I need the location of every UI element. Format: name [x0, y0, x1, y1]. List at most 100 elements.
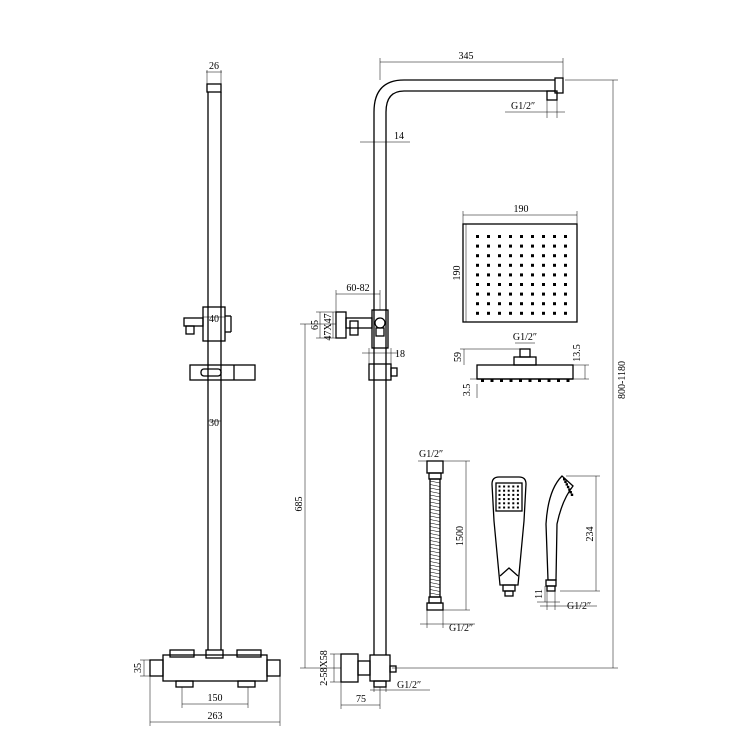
label-handshower-thread: G1/2″ [567, 601, 591, 612]
handshower-nozzle [507, 489, 510, 492]
label-valve-width: 263 [208, 711, 223, 722]
handshower-nozzle [516, 502, 519, 505]
head-nozzle [476, 302, 479, 306]
hose-coil [429, 547, 441, 550]
hose-coil [429, 550, 441, 554]
head-nozzle [476, 244, 479, 248]
head-nozzle [553, 302, 556, 306]
handshower-side-nozzle [568, 488, 571, 491]
head-nozzle [520, 273, 523, 277]
hose-coil [429, 484, 441, 487]
hose-coil [429, 487, 441, 491]
handshower-nozzle [498, 498, 501, 501]
head-nozzle [476, 283, 479, 286]
label-holder-offset: 60-82 [346, 283, 369, 294]
head-nozzle [498, 273, 501, 277]
head-square-outline [462, 223, 578, 323]
head-nozzle [531, 311, 534, 315]
handshower-nozzle [498, 485, 501, 488]
head-nozzle [542, 263, 545, 267]
head-nozzle [531, 273, 534, 277]
head-nozzle-tip [566, 379, 570, 382]
hose-coil [429, 505, 441, 508]
clamp-knob [183, 317, 204, 327]
head-nozzle [509, 244, 512, 248]
label-head-width: 190 [514, 204, 529, 215]
head-nozzle-tip [547, 379, 551, 382]
handshower-side-nozzle [565, 483, 568, 486]
head-connector [546, 90, 558, 101]
handshower-nozzle [507, 502, 510, 505]
handshower-nozzle [512, 489, 515, 492]
hose-coil [429, 529, 441, 533]
valve-left-handle [149, 659, 164, 677]
handshower-nozzle [498, 506, 501, 509]
label-head-depth: 190 [452, 266, 463, 281]
head-nozzle [498, 235, 501, 238]
label-valve-centres: 150 [208, 693, 223, 704]
head-nozzle [564, 302, 567, 306]
head-nozzle-tip [481, 379, 484, 382]
head-nozzle [520, 254, 523, 258]
hose-coil [429, 578, 441, 582]
head-nozzle [564, 235, 567, 238]
valve-right-handle [266, 659, 281, 677]
head-nozzle-tips [481, 379, 570, 382]
head-nozzle [509, 263, 512, 267]
head-nozzle [520, 235, 523, 238]
handshower-nozzle [512, 498, 515, 501]
shower-head-top-view [462, 223, 578, 323]
hose-coil [429, 568, 441, 571]
label-holder-height: 65 [310, 320, 321, 330]
label-total-height: 800-1180 [617, 361, 628, 399]
head-nozzle [476, 263, 479, 267]
head-nozzle [509, 283, 512, 286]
hose-coil [429, 494, 441, 498]
head-nozzle [498, 254, 501, 258]
slider [368, 363, 392, 381]
handshower-nozzle [507, 485, 510, 488]
hose [426, 460, 444, 611]
head-nozzle [498, 283, 501, 286]
overhead-arm-inner [385, 90, 555, 140]
head-nozzle-tip [509, 379, 513, 382]
label-inlet-thread: G1/2″ [397, 680, 421, 691]
head-nozzle [476, 273, 479, 277]
hose-coil [429, 561, 441, 564]
handshower-face [495, 482, 523, 512]
hose-coil [429, 582, 441, 585]
head-nozzle [553, 244, 556, 248]
head-nozzle [531, 292, 534, 296]
label-wall-plate: 2-58X58 [319, 650, 330, 686]
head-nozzle [542, 292, 545, 296]
front-view [149, 83, 281, 688]
head-nozzle [553, 283, 556, 286]
label-clamp-width: 40 [209, 314, 219, 325]
head-nozzle [498, 263, 501, 267]
head-nozzle-tip [490, 379, 494, 382]
head-nozzle [487, 254, 490, 258]
hose-coil [429, 575, 441, 578]
hose-coil [429, 585, 441, 589]
hose-coil [429, 554, 441, 557]
head-nozzle [531, 302, 534, 306]
handshower-nozzle [512, 502, 515, 505]
label-holder-plate: 47X47 [323, 313, 334, 340]
shower-head-side-view [476, 348, 574, 382]
label-slider-width: 18 [395, 349, 405, 360]
shelf [189, 364, 256, 381]
head-nozzle [564, 311, 567, 315]
head-nozzle-tip [538, 379, 541, 382]
handshower-nozzle [516, 489, 519, 492]
hose-coil [429, 589, 441, 592]
head-nozzle [531, 283, 534, 286]
handshower-nozzle [516, 485, 519, 488]
valve-side-body [369, 654, 391, 682]
head-nozzle [531, 254, 534, 258]
head-nozzle [520, 302, 523, 306]
head-nozzle [553, 311, 556, 315]
head-nozzle [487, 235, 490, 238]
side-view [335, 77, 564, 688]
hose-coil [429, 522, 441, 526]
